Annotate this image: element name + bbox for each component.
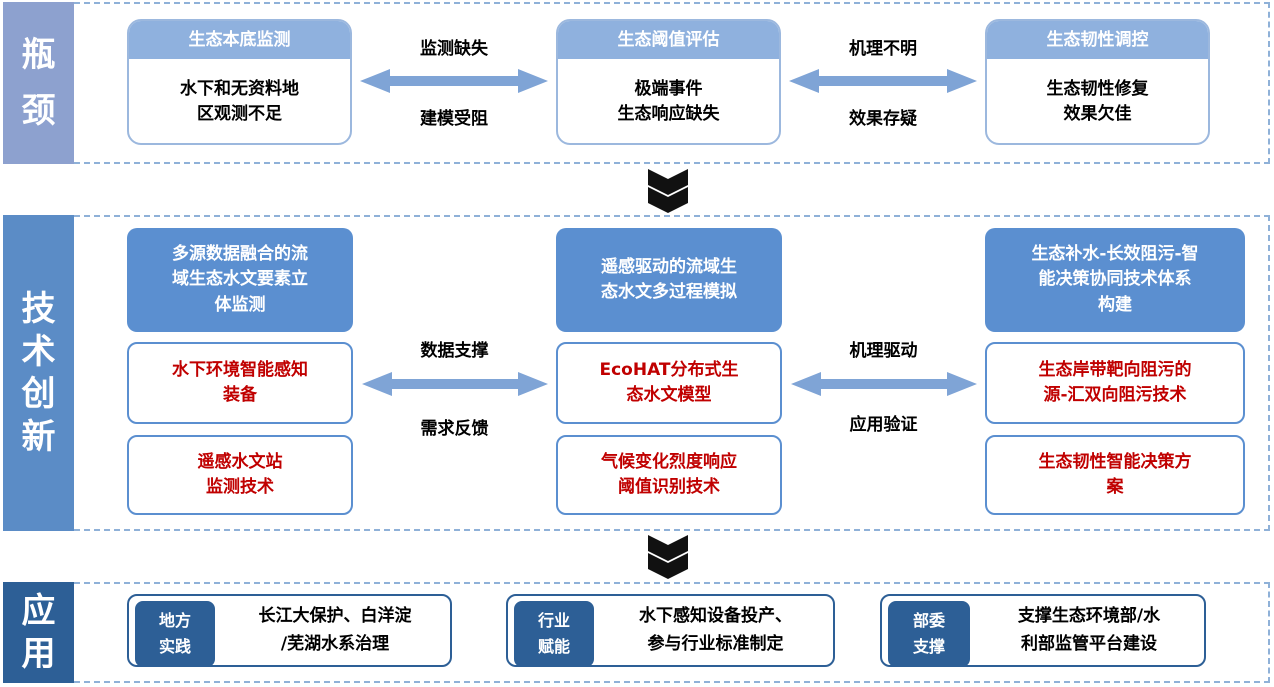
innovation-head-decision: 生态补水-长效阻污-智 能决策协同技术体系 构建: [985, 228, 1245, 332]
tag-line: 支撑: [912, 637, 945, 656]
section-frame-application: [74, 582, 1270, 683]
tech-card-threshold-identification: 气候变化烈度响应 阈值识别技术: [556, 435, 782, 515]
tag-line: 行业: [537, 611, 570, 631]
card-body-line: 生态韧性修复: [1046, 78, 1149, 99]
arrow-label-top: 数据支撑: [420, 341, 489, 361]
card-body-line: 区观测不足: [197, 104, 282, 124]
text-line: 支撑生态环境部/水: [1017, 606, 1161, 627]
card-body-line: 极端事件: [634, 78, 703, 99]
tech-line: 生态韧性智能决策方: [1038, 451, 1192, 472]
text-line: 长江大保护、白洋淀: [258, 606, 412, 627]
text-line: 利部监管平台建设: [1021, 633, 1157, 654]
tech-line: 遥感水文站: [197, 451, 283, 472]
card-body-line: 生态响应缺失: [617, 104, 720, 124]
bottleneck-card-monitoring: 生态本底监测 水下和无资料地 区观测不足: [127, 19, 352, 145]
application-text: 水下感知设备投产、 参与行业标准制定: [596, 594, 835, 667]
innovation-head-monitoring: 多源数据融合的流 域生态水文要素立 体监测: [127, 228, 353, 332]
arrow-label-top: 机理不明: [849, 39, 917, 59]
arrow-label-bottom: 应用验证: [849, 415, 918, 435]
arrow-label-bottom: 效果存疑: [849, 109, 917, 129]
tag-line: 地方: [158, 611, 191, 631]
section-label-char: 术: [21, 331, 56, 372]
text-line: 参与行业标准制定: [647, 633, 784, 654]
application-text: 支撑生态环境部/水 利部监管平台建设: [972, 594, 1206, 667]
tech-card-underwater-sensing: 水下环境智能感知 装备: [127, 342, 353, 424]
tech-line: 阈值识别技术: [618, 477, 720, 497]
tech-card-resilience-decision: 生态韧性智能决策方 案: [985, 435, 1245, 515]
double-arrow-icon: [791, 372, 977, 396]
chevron-down-icon: [648, 535, 688, 579]
chevron-down-icon: [648, 169, 688, 213]
text-line: /芜湖水系治理: [280, 633, 390, 654]
tech-line: EcoHAT分布式生: [599, 359, 739, 380]
section-label-application: 应 用: [3, 582, 74, 683]
tag-line: 实践: [158, 637, 191, 656]
application-tag: 行业 赋能: [514, 601, 594, 667]
head-line: 域生态水文要素立: [172, 269, 308, 290]
tech-line: 态水文模型: [626, 385, 712, 405]
card-title: 生态韧性调控: [987, 21, 1208, 59]
tech-line: 水下环境智能感知: [172, 359, 308, 380]
tech-line: 气候变化烈度响应: [601, 451, 737, 472]
head-line: 态水文多过程模拟: [601, 282, 737, 302]
innovation-head-modeling: 遥感驱动的流域生 态水文多过程模拟: [556, 228, 782, 332]
application-text: 长江大保护、白洋淀 /芜湖水系治理: [218, 594, 452, 667]
section-frame-bottleneck: [74, 2, 1270, 164]
section-label-char: 用: [21, 633, 56, 674]
section-label-char: 技: [21, 289, 56, 329]
card-body-line: 水下和无资料地: [180, 78, 299, 99]
tag-line: 部委: [912, 611, 945, 631]
arrow-label-top: 监测缺失: [420, 39, 488, 59]
application-tag: 部委 支撑: [888, 601, 970, 667]
card-body-line: 效果欠佳: [1063, 104, 1132, 124]
card-title: 生态阈值评估: [558, 21, 779, 59]
head-line: 遥感驱动的流域生: [601, 256, 737, 277]
application-tag: 地方 实践: [135, 601, 215, 667]
section-label-char: 颈: [21, 91, 56, 131]
tech-line: 装备: [223, 385, 257, 405]
arrow-label-bottom: 建模受阻: [420, 109, 488, 129]
arrow-label-bottom: 需求反馈: [420, 419, 489, 439]
text-line: 水下感知设备投产、: [639, 606, 792, 627]
double-arrow-icon: [362, 372, 548, 396]
tech-card-rs-station: 遥感水文站 监测技术: [127, 435, 353, 515]
double-arrow-icon: [789, 69, 977, 93]
tech-line: 源-汇双向阻污技术: [1043, 385, 1187, 405]
head-line: 体监测: [214, 294, 266, 315]
card-title: 生态本底监测: [129, 21, 350, 59]
tag-line: 赋能: [537, 637, 570, 656]
tech-card-ecohat-model: EcoHAT分布式生 态水文模型: [556, 342, 782, 424]
head-line: 构建: [1098, 294, 1132, 315]
section-label-char: 新: [21, 416, 56, 457]
head-line: 生态补水-长效阻污-智: [1031, 243, 1199, 264]
section-label-char: 应: [21, 591, 56, 631]
arrow-label-top: 机理驱动: [849, 341, 918, 361]
section-label-char: 创: [21, 374, 56, 414]
tech-card-riparian-pollution: 生态岸带靶向阻污的 源-汇双向阻污技术: [985, 342, 1245, 424]
bottleneck-card-resilience: 生态韧性调控 生态韧性修复 效果欠佳: [985, 19, 1210, 145]
head-line: 能决策协同技术体系: [1038, 269, 1192, 290]
bottleneck-card-threshold: 生态阈值评估 极端事件 生态响应缺失: [556, 19, 781, 145]
section-label-char: 瓶: [21, 34, 56, 75]
section-label-innovation: 技 术 创 新: [3, 215, 74, 531]
tech-line: 生态岸带靶向阻污的: [1038, 359, 1192, 380]
head-line: 多源数据融合的流: [172, 243, 308, 264]
tech-line: 案: [1106, 477, 1124, 497]
section-frame-innovation: [74, 215, 1270, 531]
section-label-bottleneck: 瓶 颈: [3, 2, 74, 164]
double-arrow-icon: [360, 69, 548, 93]
tech-line: 监测技术: [206, 477, 274, 497]
